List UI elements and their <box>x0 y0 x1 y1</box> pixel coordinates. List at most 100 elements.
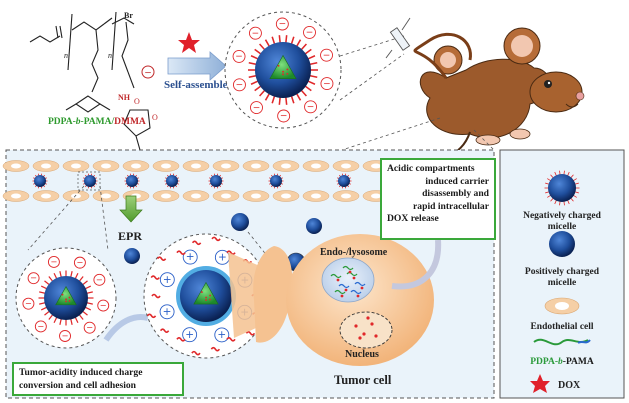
chem-nh-label: NH <box>118 93 131 102</box>
svg-text:−: − <box>86 322 93 332</box>
micelle-inner-core <box>193 281 219 305</box>
epr-arrow <box>119 195 143 223</box>
charge-icon <box>320 77 334 91</box>
self-assemble-label: Self-assemble <box>164 79 228 91</box>
pos-micelle-small <box>306 218 322 234</box>
svg-text:−: − <box>323 51 331 61</box>
acidic-line-5: DOX release <box>387 213 439 224</box>
svg-text:−: − <box>76 257 83 267</box>
legend-negative-micelle-icon <box>544 170 580 206</box>
svg-text:−: − <box>279 20 287 30</box>
legend-endothelial-label: Endothelial cell <box>530 322 593 332</box>
legend-neg-label-1: Negatively charged <box>523 211 602 221</box>
charge-icon <box>275 17 289 31</box>
left-negative-micelle: −−−−−−−−− <box>22 256 110 342</box>
tumor-acidity-box: Tumor-acidity induced charge conversion … <box>12 362 184 396</box>
legend-pos-label-1: Positively charged <box>525 267 600 277</box>
charge-icon <box>93 273 106 286</box>
self-assemble-arrow <box>167 51 227 81</box>
top-negative-micelle: − − − − − − − − − − <box>232 17 334 123</box>
charge-icon <box>182 327 198 343</box>
svg-text:−: − <box>280 112 288 122</box>
acidic-line-2: induced carrier <box>425 175 489 187</box>
svg-text:−: − <box>306 28 314 38</box>
legend-positive-micelle-icon <box>549 231 575 257</box>
chem-n2-label: n <box>108 51 112 60</box>
svg-text:−: − <box>25 298 32 308</box>
svg-text:−: − <box>252 29 260 39</box>
pos-micelle-small <box>124 248 140 264</box>
mouse-zoom-line-left <box>341 117 441 151</box>
charge-icon <box>59 330 71 342</box>
conversion-arrow <box>103 314 149 342</box>
nucleus-label: Nucleus <box>345 349 379 360</box>
micelle-core <box>166 175 178 187</box>
charge-icon <box>83 321 96 334</box>
charge-icon <box>97 299 110 312</box>
pos-micelle-small <box>231 213 249 231</box>
charge-icon <box>277 109 291 123</box>
charge-icon <box>232 49 246 63</box>
svg-text:−: − <box>323 79 331 89</box>
tumor-cell-label: Tumor cell <box>334 373 392 387</box>
endo-lysosome <box>321 257 375 303</box>
acidic-compartments-box: Acidic compartments induced carrier disa… <box>380 158 496 240</box>
legend-endothelial-nucleus <box>555 302 569 310</box>
chem-charge: − <box>141 65 155 79</box>
micelle-core <box>548 174 576 202</box>
charge-icon <box>182 249 198 265</box>
epr-label: EPR <box>118 229 142 243</box>
charge-icon <box>320 48 333 62</box>
svg-text:−: − <box>236 81 244 91</box>
polymer-chemical-structure <box>29 11 151 151</box>
charge-icon <box>233 78 246 92</box>
chem-o2-label: O <box>152 113 158 122</box>
svg-text:+: + <box>218 251 227 263</box>
svg-text:−: − <box>235 52 243 62</box>
svg-text:−: − <box>100 300 107 310</box>
micelle-core <box>34 175 46 187</box>
svg-text:−: − <box>307 103 315 113</box>
legend-dox-star-icon <box>530 374 550 393</box>
micelle-core <box>270 175 282 187</box>
mouse-illustration <box>413 27 585 161</box>
endo-lysosome-label: Endo-/lysosome <box>320 247 388 258</box>
vessel-micelles <box>32 171 352 191</box>
syringe-icon <box>385 17 411 59</box>
svg-text:−: − <box>50 256 57 266</box>
charge-icon <box>303 25 316 39</box>
chem-n1-label: n <box>64 51 68 60</box>
charge-icon <box>27 272 40 285</box>
nucleus <box>339 311 393 349</box>
micelle-core <box>338 175 350 187</box>
chem-br-label: Br <box>124 11 133 20</box>
acidic-line-3: disassembly and <box>422 188 489 199</box>
svg-text:+: + <box>217 329 226 341</box>
legend-neg-label-2: micelle <box>548 222 576 232</box>
micelle-inner-core <box>55 285 77 306</box>
svg-text:−: − <box>30 273 37 283</box>
release-arrow <box>391 239 442 290</box>
charge-icon <box>159 304 175 320</box>
dox-star-icon <box>178 32 200 53</box>
guide-line-top <box>339 35 405 57</box>
svg-text:+: + <box>185 329 194 341</box>
nucleus-dox <box>354 316 378 340</box>
charge-icon <box>159 272 175 288</box>
mouse-zoom-line-right <box>473 129 495 151</box>
guide-line-bottom <box>339 53 405 101</box>
svg-text:+: + <box>163 274 172 286</box>
svg-text:−: − <box>96 274 103 284</box>
charge-icon <box>22 297 35 310</box>
svg-text:+: + <box>163 306 172 318</box>
micelle-core <box>126 175 138 187</box>
charge-icon <box>34 320 47 333</box>
svg-text:−: − <box>37 321 44 331</box>
endothelial-cell-layer <box>2 160 480 202</box>
svg-text:−: − <box>253 103 261 113</box>
charge-icon <box>47 256 60 268</box>
micelle-core <box>210 175 222 187</box>
left-zoom-line <box>27 185 85 251</box>
polymer-label: PDPA-b-PAMA/DMMA <box>48 117 146 127</box>
micelle-core <box>84 175 96 187</box>
